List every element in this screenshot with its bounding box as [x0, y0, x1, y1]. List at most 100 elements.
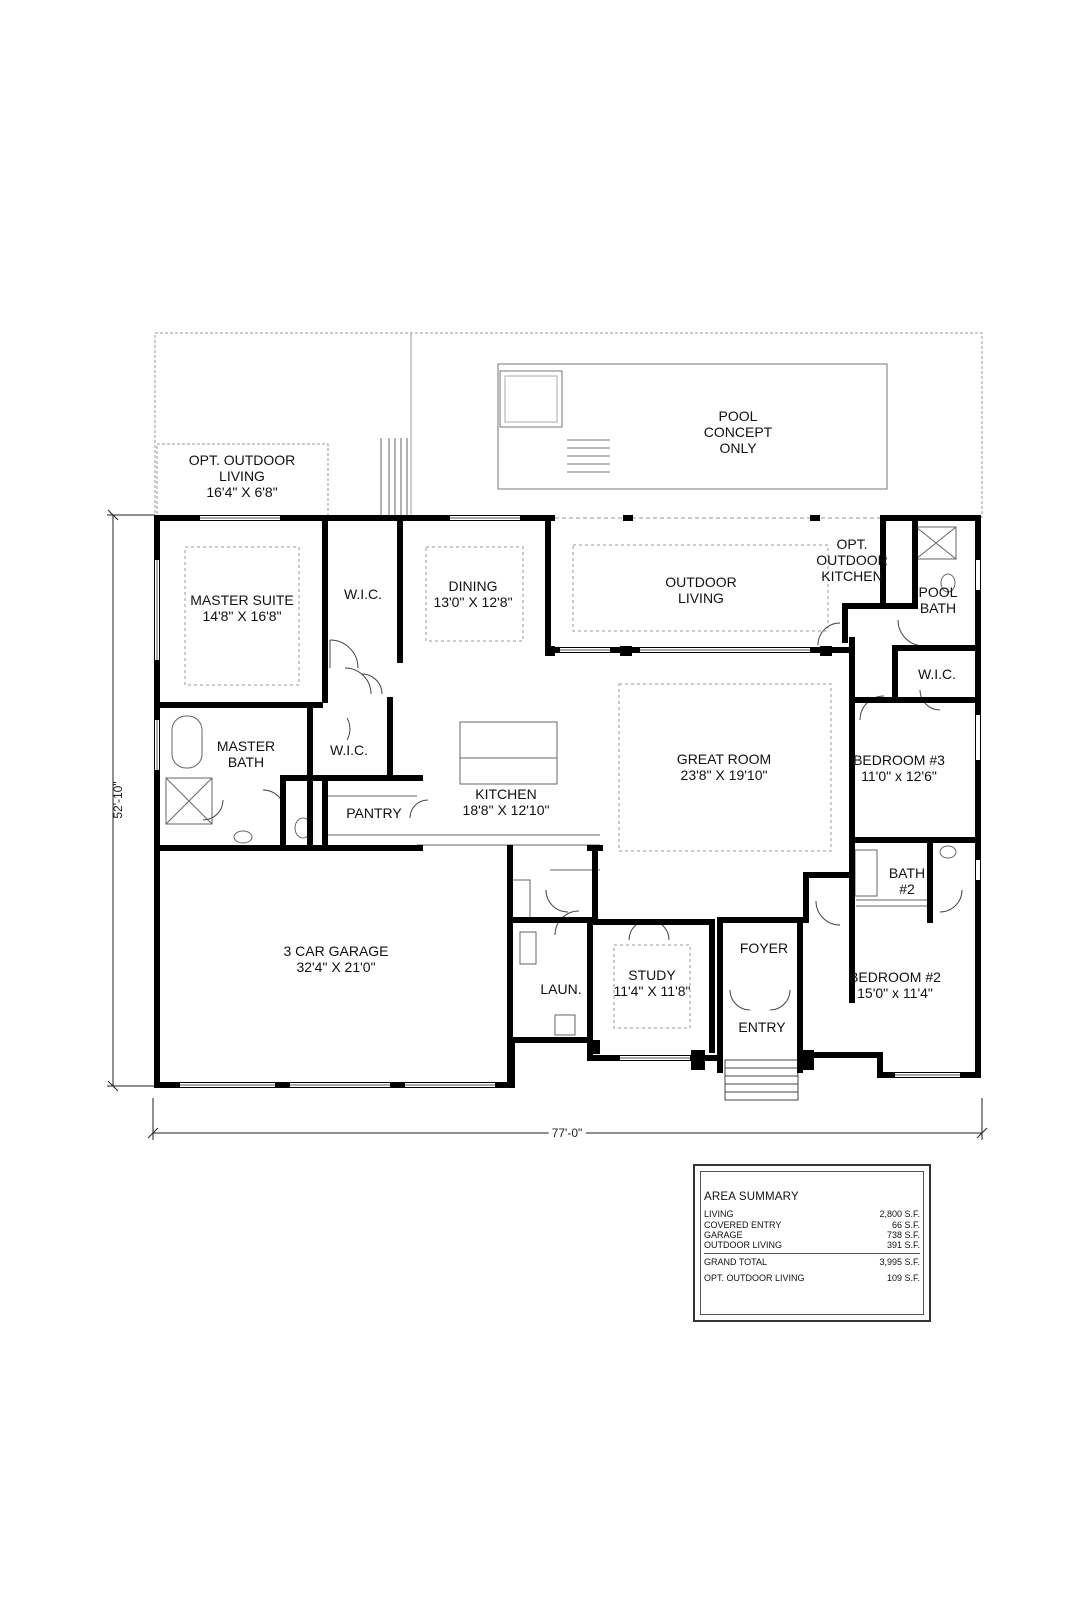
- room-name: GREAT ROOM: [676, 751, 772, 767]
- room-name: LIVING: [219, 468, 265, 484]
- room-label-wic-bedroom3: W.I.C.: [918, 666, 956, 682]
- tub: [171, 715, 203, 769]
- room-name: BATH: [888, 865, 926, 881]
- room-name: OUTDOOR: [816, 552, 888, 568]
- room-name: MASTER: [216, 738, 276, 754]
- room-name: STUDY: [628, 967, 676, 983]
- room-name: KITCHEN: [475, 786, 537, 802]
- room-name: BEDROOM #2: [849, 969, 941, 985]
- room-label-wic-master-upper: W.I.C.: [344, 586, 382, 602]
- pool-steps: [567, 439, 610, 473]
- sink-master: [233, 830, 253, 844]
- ceiling-outlines: [184, 544, 832, 1029]
- room-name: FOYER: [739, 940, 789, 956]
- room-dimensions: 11'4" X 11'8": [613, 983, 691, 999]
- room-name: CONCEPT: [703, 424, 773, 440]
- area-row-grand-total: GRAND TOTAL 3,995 S.F.: [704, 1257, 920, 1268]
- area-value: 66 S.F.: [891, 1220, 920, 1230]
- kitchen-island: [459, 721, 558, 785]
- toilet-pool: [940, 573, 956, 593]
- area-label: OUTDOOR LIVING: [704, 1240, 783, 1250]
- room-dimensions: 14'8" X 16'8": [202, 608, 282, 624]
- depth-dimension: 52'-10": [111, 781, 125, 819]
- room-name: ENTRY: [738, 1019, 786, 1035]
- room-dimensions: 18'8" X 12'10": [462, 802, 550, 818]
- area-label: GARAGE: [704, 1230, 743, 1240]
- tub-bath2: [854, 849, 878, 897]
- laundry-sink: [519, 931, 537, 965]
- room-dimensions: 13'0" X 12'8": [433, 594, 513, 610]
- area-summary-rule: [704, 1253, 920, 1254]
- room-name: ONLY: [719, 440, 757, 456]
- room-label-pantry: PANTRY: [346, 805, 402, 821]
- room-name: OPT.: [836, 536, 868, 552]
- room-label-foyer: FOYER: [740, 940, 788, 956]
- room-name: W.I.C.: [343, 586, 383, 602]
- room-label-laundry: LAUN.: [540, 981, 581, 997]
- room-label-entry: ENTRY: [738, 1019, 785, 1035]
- room-name: OUTDOOR: [665, 574, 737, 590]
- room-dimensions: 15'0" x 11'4": [857, 985, 933, 1001]
- area-summary: AREA SUMMARY LIVING 2,800 S.F. COVERED E…: [693, 1164, 931, 1322]
- area-value: 2,800 S.F.: [879, 1209, 920, 1219]
- room-name: POOL: [718, 408, 758, 424]
- area-value: 391 S.F.: [886, 1240, 920, 1250]
- rear-steps: [380, 438, 408, 516]
- room-label-wic-master-lower: W.I.C.: [330, 742, 368, 758]
- shower-master: [165, 777, 213, 825]
- spa-inner: [504, 375, 558, 423]
- columns: [545, 515, 832, 1070]
- area-row-outdoor-living: OUTDOOR LIVING 391 S.F.: [704, 1240, 920, 1251]
- area-row-opt-outdoor-living: OPT. OUTDOOR LIVING 109 S.F.: [704, 1273, 920, 1284]
- area-row-covered-entry: COVERED ENTRY 66 S.F.: [704, 1220, 920, 1231]
- room-name: POOL: [918, 584, 958, 600]
- room-name: BATH: [919, 600, 957, 616]
- room-name: PANTRY: [346, 805, 402, 821]
- room-name: BATH: [227, 754, 265, 770]
- area-label: OPT. OUTDOOR LIVING: [704, 1273, 805, 1283]
- window-lines: [156, 517, 960, 1086]
- area-label: GRAND TOTAL: [704, 1257, 768, 1267]
- area-value: 109 S.F.: [886, 1273, 920, 1283]
- room-name: BEDROOM #3: [853, 752, 945, 768]
- width-dimension: 77'-0": [548, 1126, 586, 1140]
- room-name: KITCHEN: [821, 568, 883, 584]
- site-boundary: [154, 332, 983, 518]
- pool-outline: [497, 363, 888, 490]
- area-row-garage: GARAGE 738 S.F.: [704, 1230, 920, 1241]
- sink-bath2: [939, 845, 957, 859]
- area-label: COVERED ENTRY: [704, 1220, 782, 1230]
- room-dimensions: 32'4" X 21'0": [296, 959, 376, 975]
- room-name: W.I.C.: [917, 666, 957, 682]
- spa-outline: [499, 370, 563, 428]
- area-row-living: LIVING 2,800 S.F.: [704, 1209, 920, 1220]
- room-name: DINING: [448, 578, 498, 594]
- room-name: LAUN.: [540, 981, 582, 997]
- door-swings: [202, 619, 963, 1011]
- room-name: LIVING: [678, 590, 724, 606]
- room-name: OPT. OUTDOOR: [188, 452, 296, 468]
- room-name: #2: [899, 881, 915, 897]
- room-dimensions: 23'8" X 19'10": [680, 767, 768, 783]
- area-value: 3,995 S.F.: [879, 1257, 920, 1267]
- area-summary-title: AREA SUMMARY: [704, 1191, 799, 1203]
- room-name: W.I.C.: [329, 742, 369, 758]
- room-dimensions: 11'0" x 12'6": [861, 768, 937, 784]
- entry-steps: [724, 1059, 799, 1101]
- room-name: MASTER SUITE: [190, 592, 294, 608]
